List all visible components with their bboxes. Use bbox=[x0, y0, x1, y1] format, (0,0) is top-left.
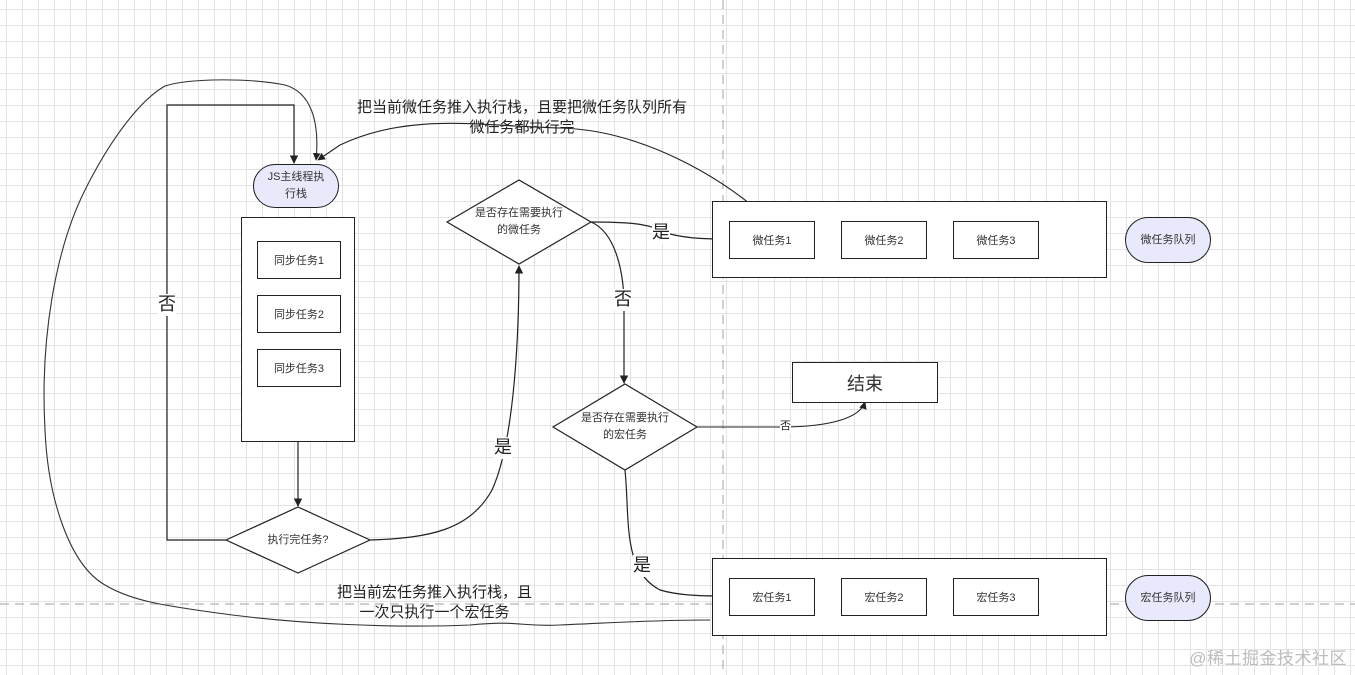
micro-task-1[interactable]: 微任务1 bbox=[729, 221, 815, 259]
macro-task-2-label: 宏任务2 bbox=[864, 592, 904, 604]
decision-done-label: 执行完任务? bbox=[267, 534, 329, 546]
edge-micro-to-stack bbox=[317, 122, 771, 222]
decision-micro-label: 是否存在需要执行 的微任务 bbox=[459, 205, 579, 239]
js-main-stack-line1: JS主线程执 bbox=[267, 171, 325, 183]
edge-done-yes bbox=[369, 265, 524, 541]
macro-task-3-label: 宏任务3 bbox=[976, 592, 1016, 604]
micro-task-1-label: 微任务1 bbox=[752, 235, 792, 247]
micro-push-line1: 把当前微任务推入执行栈，且要把微任务队列所有 bbox=[357, 99, 688, 116]
edge-label-micro-push: 把当前微任务推入执行栈，且要把微任务队列所有 微任务都执行完 bbox=[357, 98, 687, 138]
decision-macro-label: 是否存在需要执行 的宏任务 bbox=[565, 410, 685, 444]
edge-macro-to-stack bbox=[43, 79, 711, 627]
edge-macro-yes bbox=[624, 469, 730, 601]
edge-label-yes-micro: 是 bbox=[652, 222, 670, 244]
edge-label-no-macro: 否 bbox=[780, 420, 791, 434]
macro-task-1[interactable]: 宏任务1 bbox=[729, 578, 815, 616]
micro-task-3[interactable]: 微任务3 bbox=[953, 221, 1039, 259]
edge-label-yes-done: 是 bbox=[494, 437, 512, 459]
macro-task-2[interactable]: 宏任务2 bbox=[841, 578, 927, 616]
macro-task-1-label: 宏任务1 bbox=[752, 592, 792, 604]
sync-task-3[interactable]: 同步任务3 bbox=[257, 349, 341, 387]
watermark: @稀土掘金技术社区 bbox=[1189, 649, 1347, 668]
sync-task-1-label: 同步任务1 bbox=[273, 255, 325, 267]
sync-task-1[interactable]: 同步任务1 bbox=[257, 241, 341, 279]
sync-task-3-label: 同步任务3 bbox=[273, 363, 325, 375]
micro-push-line2: 微任务都执行完 bbox=[469, 119, 575, 136]
edge-label-yes-macro: 是 bbox=[633, 555, 651, 577]
edge-label-no-micro: 否 bbox=[614, 289, 632, 311]
edge-label-macro-push: 把当前宏任务推入执行栈，且 一次只执行一个宏任务 bbox=[337, 583, 532, 623]
macro-push-line1: 把当前宏任务推入执行栈，且 bbox=[337, 584, 533, 601]
end-node[interactable]: 结束 bbox=[792, 362, 938, 403]
micro-task-2-label: 微任务2 bbox=[864, 235, 904, 247]
macro-queue-label: 宏任务队列 bbox=[1140, 591, 1196, 604]
decision-macro-line1: 是否存在需要执行 bbox=[581, 412, 669, 424]
js-main-stack-line2: 行栈 bbox=[285, 188, 307, 200]
micro-queue-label: 微任务队列 bbox=[1140, 233, 1196, 246]
macro-task-3[interactable]: 宏任务3 bbox=[953, 578, 1039, 616]
macro-push-line2: 一次只执行一个宏任务 bbox=[359, 604, 510, 621]
edge-label-no-loop: 否 bbox=[158, 294, 176, 316]
macro-queue-label-pill[interactable]: 宏任务队列 bbox=[1125, 575, 1211, 621]
js-main-stack[interactable]: JS主线程执 行栈 bbox=[253, 164, 339, 208]
sync-task-2-label: 同步任务2 bbox=[273, 309, 325, 321]
decision-micro-line1: 是否存在需要执行 bbox=[475, 207, 563, 219]
sync-task-2[interactable]: 同步任务2 bbox=[257, 295, 341, 333]
micro-task-2[interactable]: 微任务2 bbox=[841, 221, 927, 259]
end-node-label: 结束 bbox=[847, 373, 883, 394]
micro-task-3-label: 微任务3 bbox=[976, 235, 1016, 247]
micro-queue-label-pill[interactable]: 微任务队列 bbox=[1125, 217, 1211, 263]
decision-macro-line2: 的宏任务 bbox=[603, 429, 647, 441]
edge-done-no-loop bbox=[166, 104, 299, 541]
decision-micro-line2: 的微任务 bbox=[497, 224, 541, 236]
